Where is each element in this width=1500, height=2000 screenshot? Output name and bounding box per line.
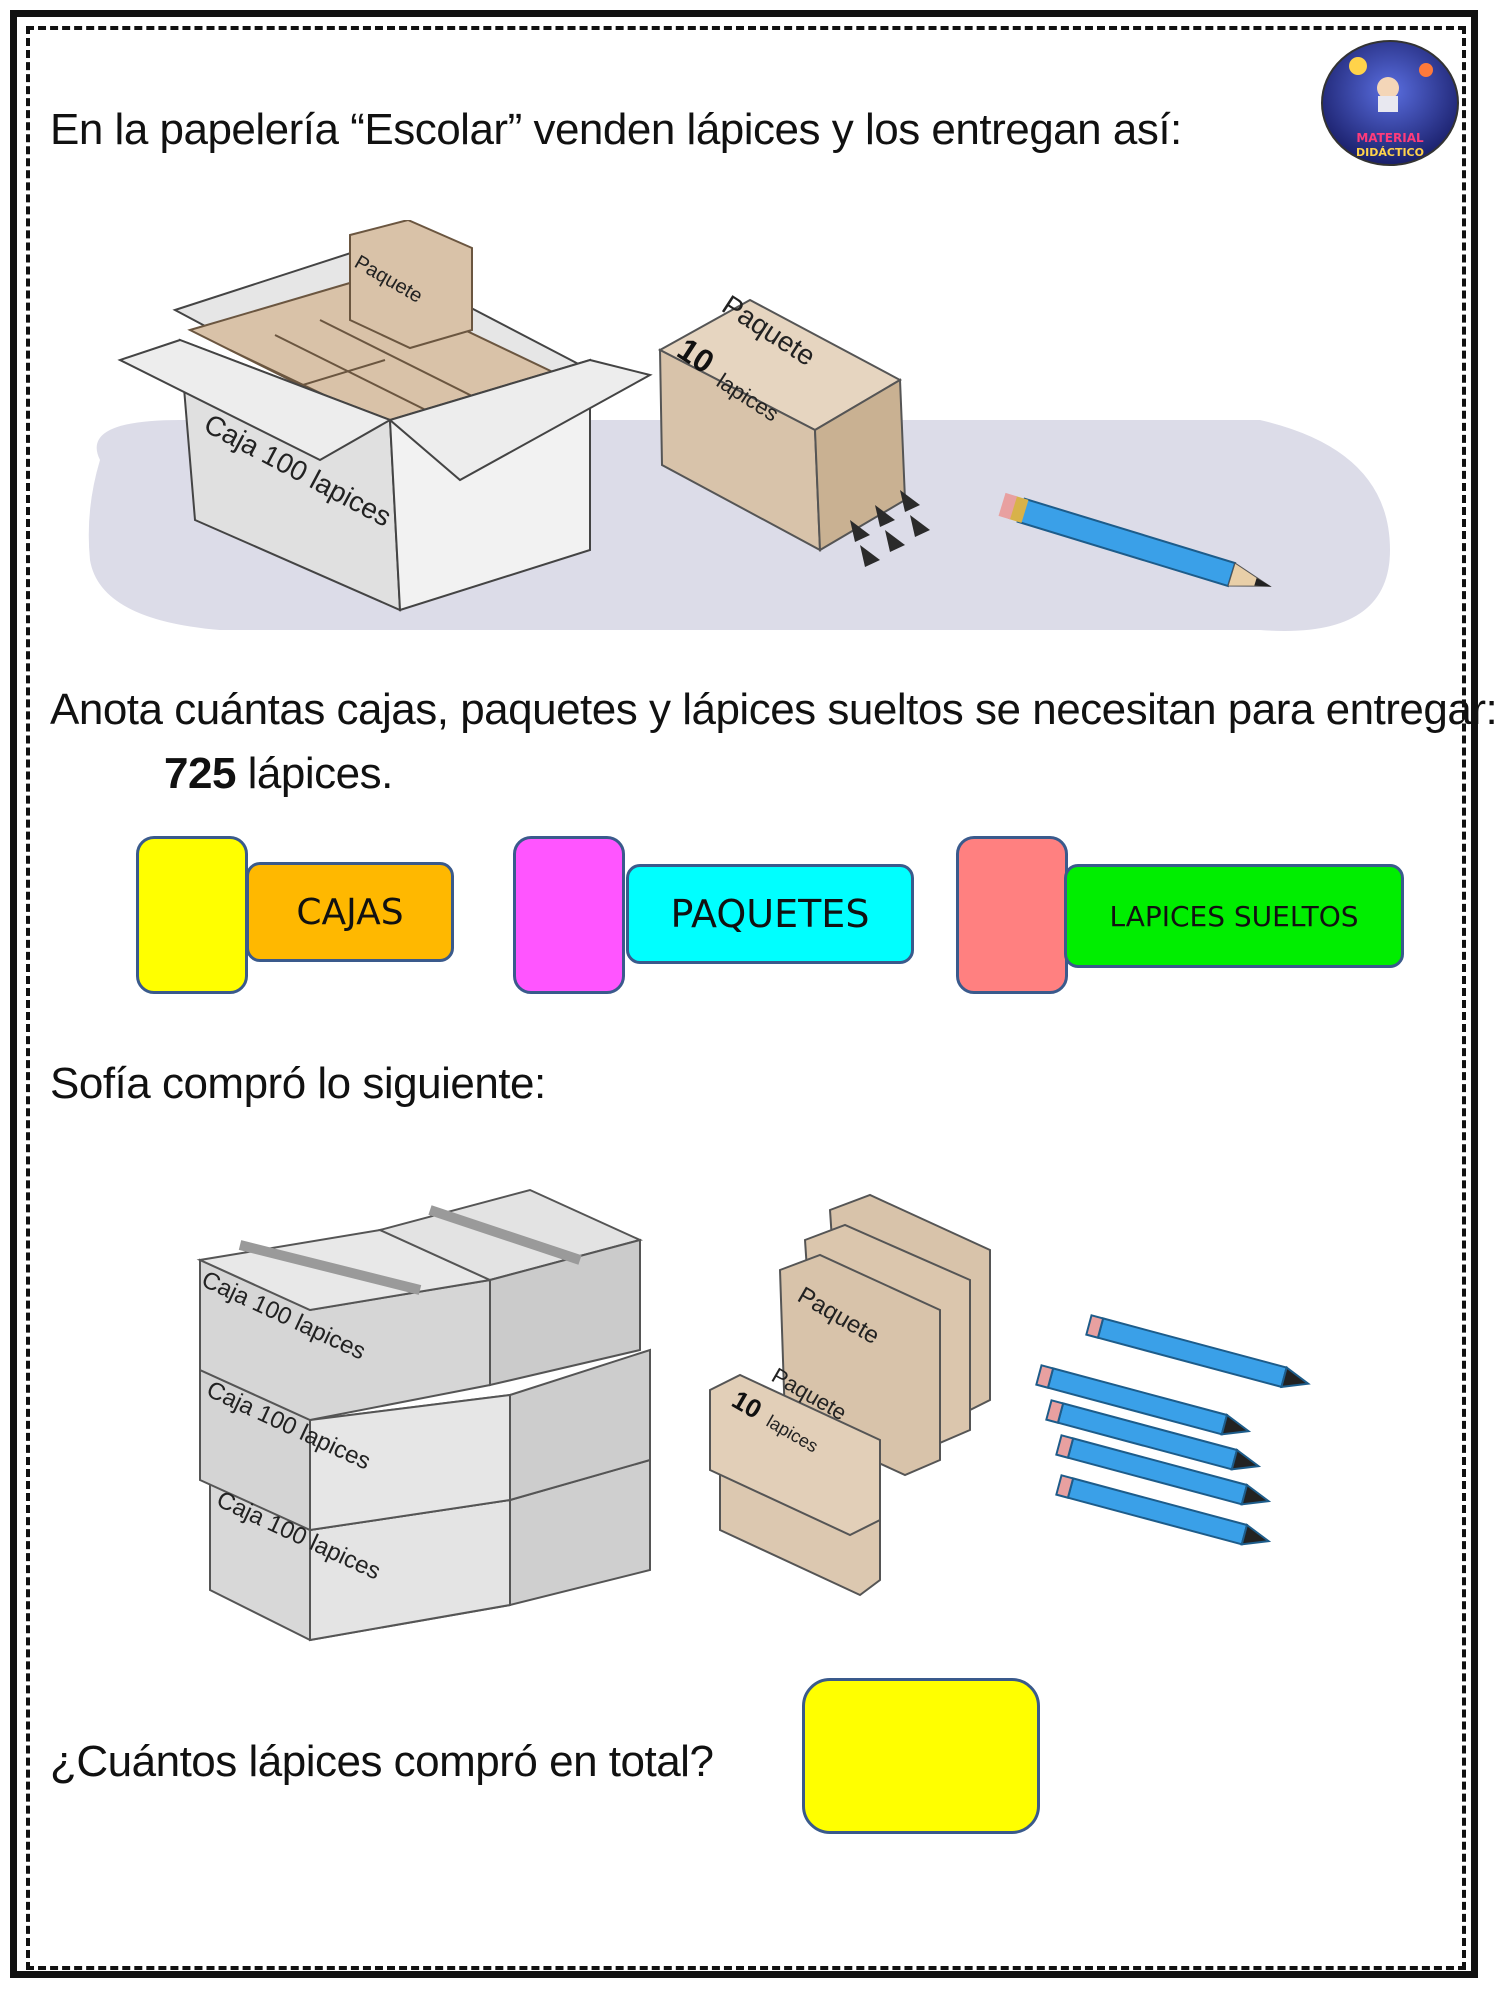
cajas-answer-box[interactable] [136, 836, 248, 994]
sueltos-label: LAPICES SUELTOS [1064, 864, 1404, 968]
packet-icon: Paquete 10 lapices [657, 289, 930, 567]
intro-text: En la papelería “Escolar” venden lápices… [50, 105, 1182, 154]
paquetes-answer-box[interactable] [513, 836, 625, 994]
question-text: ¿Cuántos lápices compró en total? [50, 1737, 714, 1786]
figure-sofia-purchase: Caja 100 lapices Caja 100 lapices Caja 1… [196, 1188, 1311, 1642]
stacked-boxes-icon [196, 1188, 651, 1642]
paquetes-label: PAQUETES [626, 864, 914, 964]
page-dashed-border [26, 26, 1466, 1970]
packets-group-icon [709, 1193, 991, 1597]
sofia-text: Sofía compró lo siguiente: [50, 1059, 546, 1108]
material-didactico-logo: MATERIAL DIDÁCTICO [1321, 40, 1459, 166]
sueltos-answer-box[interactable] [956, 836, 1068, 994]
logo-text-line1: MATERIAL [1356, 131, 1424, 145]
quantity-number: 725 [164, 749, 236, 798]
figure-selling-units: Paquete Caja 100 lapices Paquete 10 lapi… [88, 220, 1390, 631]
loose-pencils-icon [1035, 1314, 1311, 1546]
box-open-icon: Paquete Caja 100 lapices [117, 220, 653, 612]
logo-text-line2: DIDÁCTICO [1356, 146, 1424, 159]
quantity-unit: lápices. [247, 749, 394, 798]
cajas-label: CAJAS [246, 862, 454, 962]
page-outer-border [10, 10, 1478, 1978]
instruction-text: Anota cuántas cajas, paquetes y lápices … [50, 685, 1498, 734]
pencil-tips-icon [850, 490, 930, 567]
total-answer-box[interactable] [802, 1678, 1040, 1834]
quantity-line: 725 lápices. [164, 748, 393, 800]
pencil-icon [998, 492, 1272, 588]
